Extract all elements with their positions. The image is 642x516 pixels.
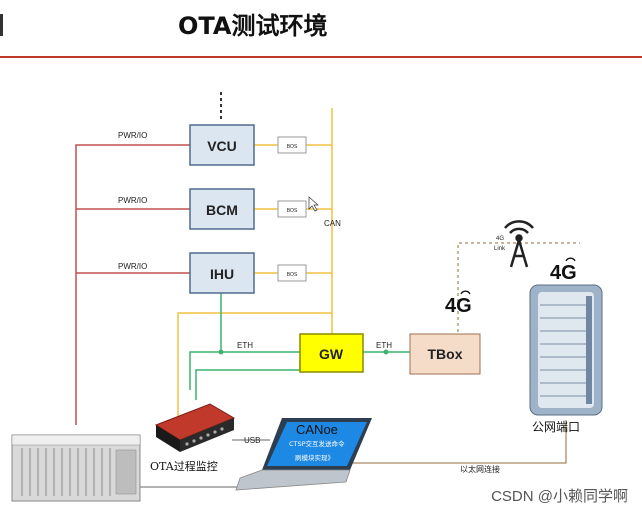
server-4g-badge: 4G [550,257,577,284]
can-bus-lines [177,108,333,420]
gw-label: GW [319,346,344,362]
bcm-label: BCM [206,202,238,218]
ihu-label: IHU [210,266,234,282]
eth-junction-right [383,349,389,355]
can-label: CAN [324,219,341,228]
pwr-io-label-vcu: PWR/IO [118,131,147,140]
pwr-io-label-bcm: PWR/IO [118,196,147,205]
vector-interface-icon [154,403,236,452]
gw-node: GW [299,333,364,373]
ihu-node: IHU [189,252,255,294]
server-icon [529,284,603,416]
laptop-icon [235,418,372,491]
pc-chassis-icon [11,434,141,502]
ethernet-connection-line [350,420,567,464]
tbox-4g-text: 4G [445,295,472,317]
tbox-node: TBox [409,333,481,375]
laptop-line1: CTSP交互发送命令 [289,439,345,448]
eth-junction [218,349,224,355]
corner-mark [0,14,3,36]
laptop-line2: 刷模块实现》 [295,453,334,462]
4g-link-label: 4G [496,236,504,242]
eth-label-right: ETH [376,341,392,350]
tbox-4g-badge: 4G [445,290,472,317]
bos-box-bcm: BOS [277,200,307,218]
pwr-io-label-ihu: PWR/IO [118,262,147,271]
bos-box-ihu: BOS [277,264,307,282]
tbox-label: TBox [428,346,463,362]
ethernet-connection-label: 以太网连接 [460,464,500,474]
eth-label-left: ETH [237,341,253,350]
bos-label-bcm: BOS [287,208,298,214]
4g-link-sublabel: Link [494,246,506,252]
bos-label-vcu: BOS [287,144,298,150]
ota-monitor-label: OTA过程监控 [150,459,218,473]
canoe-app-label: CANoe [296,422,338,437]
watermark: CSDN @小赖同学啊 [491,488,628,505]
server-label: 公网端口 [532,420,580,434]
server-4g-text: 4G [550,262,577,284]
usb-label: USB [244,436,260,445]
vcu-node: VCU [189,124,255,166]
bos-box-vcu: BOS [277,136,307,154]
vcu-label: VCU [207,138,237,154]
page-title: OTA测试环境 [178,12,328,40]
bcm-node: BCM [189,188,255,230]
4g-link-dotted [457,242,580,332]
bos-label-ihu: BOS [287,272,298,278]
pwr-io-lines [75,144,190,425]
cell-tower-icon [504,220,534,268]
cursor-icon [308,196,319,212]
title-underline [0,56,642,58]
